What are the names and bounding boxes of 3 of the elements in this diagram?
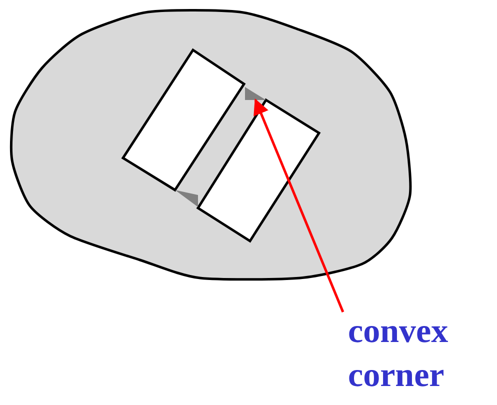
callout-label: convex corner — [348, 312, 450, 396]
leader-arrow — [254, 98, 344, 312]
corner-mark — [245, 87, 266, 100]
